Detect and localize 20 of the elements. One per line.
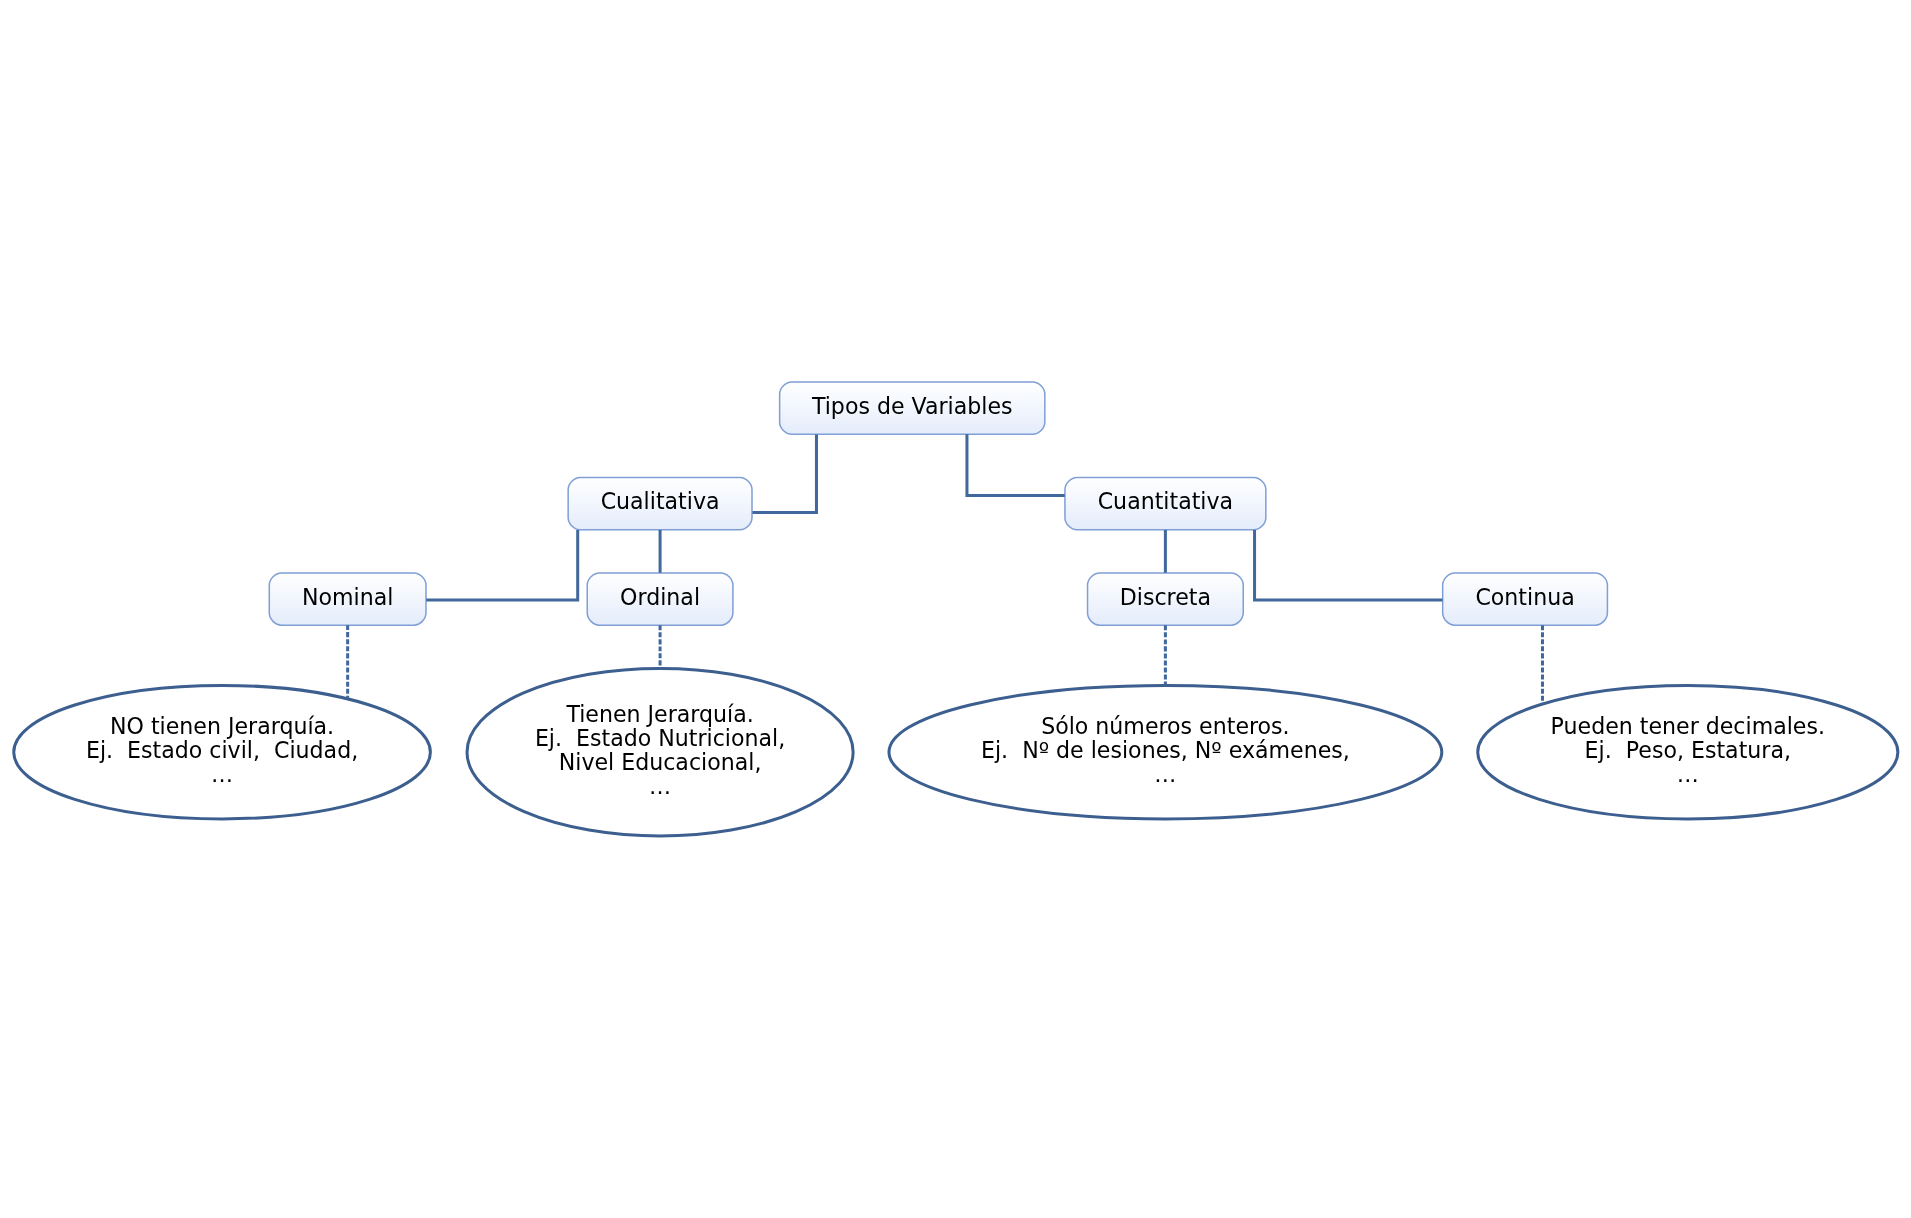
- node-ellipse: Sólo números enteros. Ej. Nº de lesiones, Nº exámenes, …: [887, 683, 1443, 821]
- node-ellipse: NO tienen Jerarquía. Ej. Estado civil, Ciudad, …: [11, 683, 432, 821]
- connector: [1540, 625, 1544, 704]
- connector: [1163, 529, 1167, 573]
- node-box: Nominal: [268, 572, 427, 626]
- connector: [751, 434, 818, 514]
- connector: [425, 529, 579, 602]
- connector: [964, 434, 1065, 497]
- node-ellipse: Pueden tener decimales. Ej. Peso, Estatura, …: [1475, 683, 1899, 821]
- connector: [1252, 529, 1442, 602]
- node-ellipse: Tienen Jerarquía. Ej. Estado Nutricional, Nivel Educacional, …: [465, 666, 855, 838]
- node-box: Ordinal: [586, 572, 734, 626]
- node-box: Tipos de Variables: [778, 381, 1046, 435]
- connector: [1163, 625, 1167, 686]
- node-box: Continua: [1441, 572, 1608, 626]
- node-box: Cualitativa: [566, 476, 753, 531]
- node-box: Discreta: [1086, 572, 1244, 626]
- connector: [658, 529, 662, 573]
- node-box: Cuantitativa: [1063, 476, 1267, 531]
- connector: [345, 625, 349, 699]
